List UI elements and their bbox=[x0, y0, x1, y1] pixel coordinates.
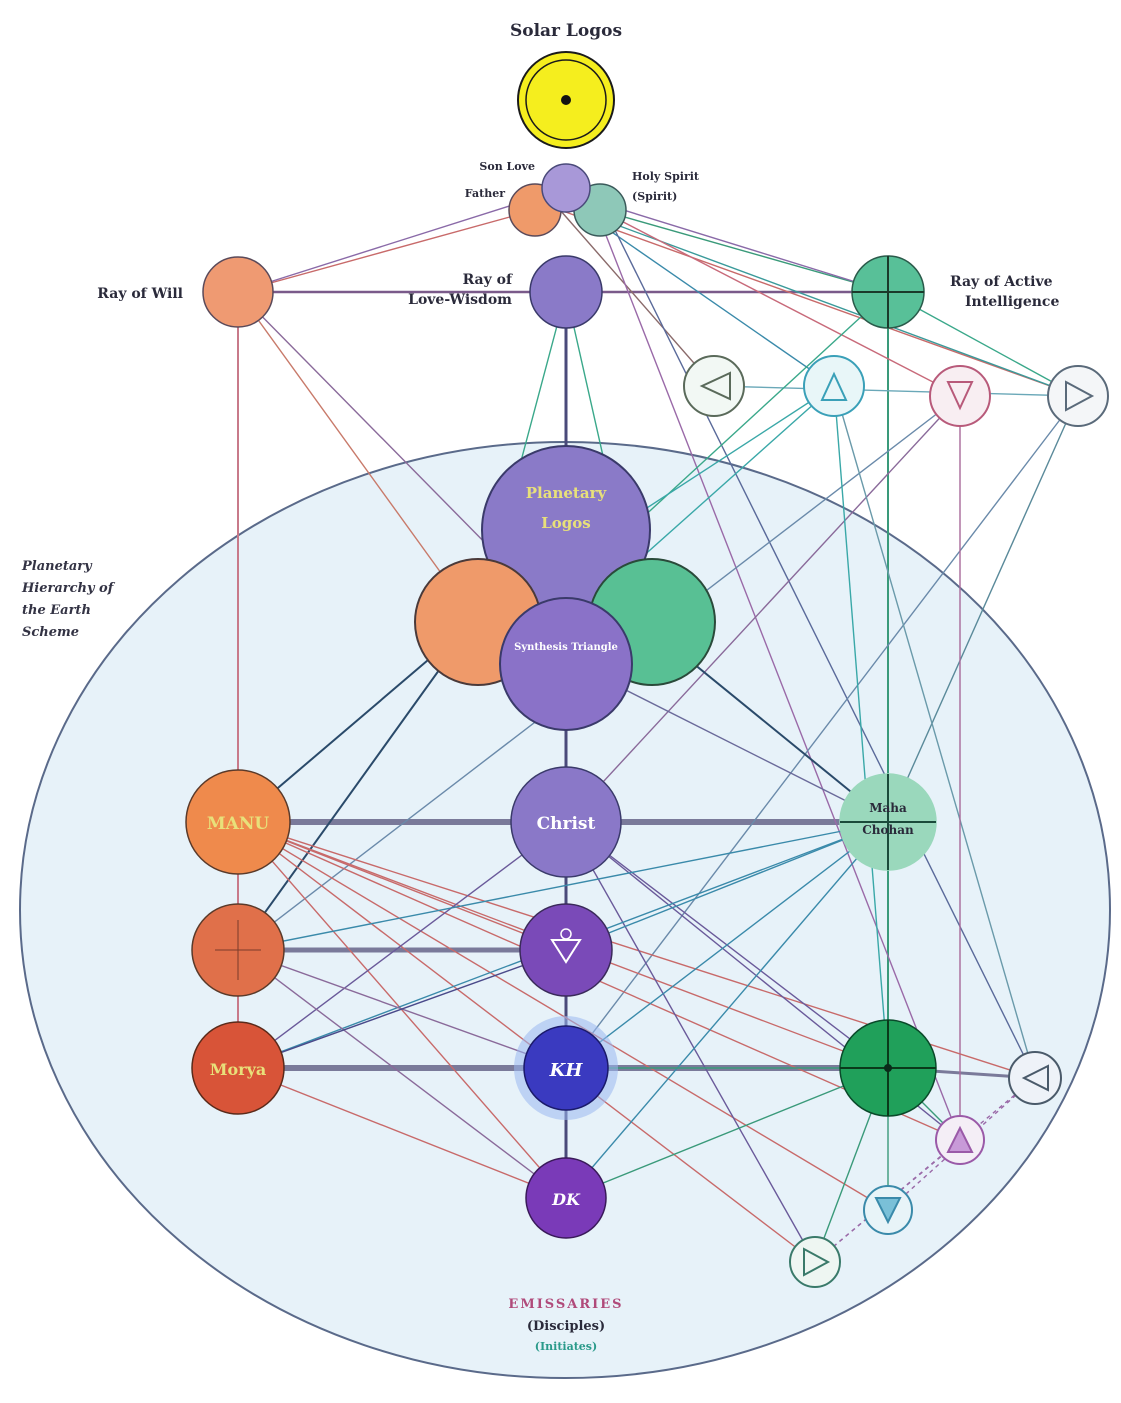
triangle-in-circle-icon bbox=[820, 371, 848, 401]
ray-will-node bbox=[202, 256, 274, 328]
christ-node bbox=[510, 766, 622, 878]
kh-label: KH bbox=[549, 1060, 584, 1081]
triangle-in-circle-icon bbox=[946, 381, 974, 411]
kh-node bbox=[523, 1025, 609, 1111]
maha-chohan-node bbox=[839, 773, 937, 871]
lower-circle-2 bbox=[935, 1115, 985, 1165]
trinity-son-label: Son Love bbox=[479, 160, 535, 173]
attribute-circle-3 bbox=[929, 365, 991, 427]
lower-circle-3 bbox=[863, 1185, 913, 1235]
ray-active-node bbox=[851, 255, 925, 329]
sun-dot-icon bbox=[561, 95, 571, 105]
planetary-label-2: Hierarchy of bbox=[21, 581, 116, 596]
planetary-label-4: Scheme bbox=[22, 625, 79, 640]
synthesis-center-circle bbox=[499, 597, 633, 731]
planetary-label-3: the Earth bbox=[22, 603, 91, 618]
lower-circle-1 bbox=[1008, 1051, 1062, 1105]
will-chohan-node bbox=[191, 903, 285, 997]
triangle-in-circle-icon bbox=[946, 1125, 974, 1153]
christ-label: Christ bbox=[537, 814, 596, 834]
trinity-holy-spirit-label: Holy Spirit bbox=[632, 170, 700, 183]
ray-active-label-1: Ray of Active bbox=[950, 274, 1053, 290]
heart-symbol-icon bbox=[550, 939, 582, 964]
solar-logos-node bbox=[517, 51, 615, 149]
trinity-bracket-label: (Spirit) bbox=[632, 190, 677, 203]
morya-node bbox=[191, 1021, 285, 1115]
ray-love-wisdom-label-2: Love-Wisdom bbox=[408, 292, 512, 308]
legend-line-3: (Initiates) bbox=[535, 1340, 597, 1353]
trinity-cluster bbox=[508, 163, 627, 237]
dk-node bbox=[525, 1157, 607, 1239]
morya-label: Morya bbox=[210, 1060, 266, 1079]
synthesis-label: Synthesis Triangle bbox=[514, 642, 618, 653]
ray-love-wisdom-label-1: Ray of bbox=[463, 272, 513, 288]
planetary-logos-label-1: Planetary bbox=[526, 484, 608, 502]
triangle-in-circle-icon bbox=[874, 1197, 902, 1225]
active-chohan-node bbox=[839, 1019, 937, 1117]
manu-node bbox=[185, 769, 291, 875]
triangle-in-circle-icon bbox=[699, 371, 731, 401]
planetary-logos-label-2: Logos bbox=[541, 514, 591, 532]
lower-circle-4 bbox=[789, 1236, 841, 1288]
attribute-circle-2 bbox=[803, 355, 865, 417]
triangle-in-circle-icon bbox=[803, 1247, 831, 1277]
ray-active-label-2: Intelligence bbox=[965, 294, 1059, 310]
ray-will-label: Ray of Will bbox=[97, 286, 183, 302]
triangle-in-circle-icon bbox=[1065, 380, 1095, 412]
solar-logos-label: Solar Logos bbox=[510, 21, 622, 41]
legend-line-1: EMISSARIES bbox=[508, 1297, 623, 1312]
attribute-circle-4 bbox=[1047, 365, 1109, 427]
maha-chohan-label-1: Maha bbox=[869, 801, 907, 815]
manu-label: MANU bbox=[207, 814, 270, 834]
planetary-label-1: Planetary bbox=[21, 559, 93, 574]
dk-label: DK bbox=[551, 1190, 581, 1209]
trinity-father-label: Father bbox=[465, 187, 505, 200]
maha-chohan-label-2: Chohan bbox=[862, 823, 914, 837]
triangle-in-circle-icon bbox=[1021, 1064, 1049, 1092]
love-chohan-node bbox=[519, 903, 613, 997]
legend-line-2: (Disciples) bbox=[527, 1319, 605, 1334]
son-circle bbox=[541, 163, 591, 213]
ray-love-wisdom-node bbox=[529, 255, 603, 329]
attribute-circle-1 bbox=[683, 355, 745, 417]
